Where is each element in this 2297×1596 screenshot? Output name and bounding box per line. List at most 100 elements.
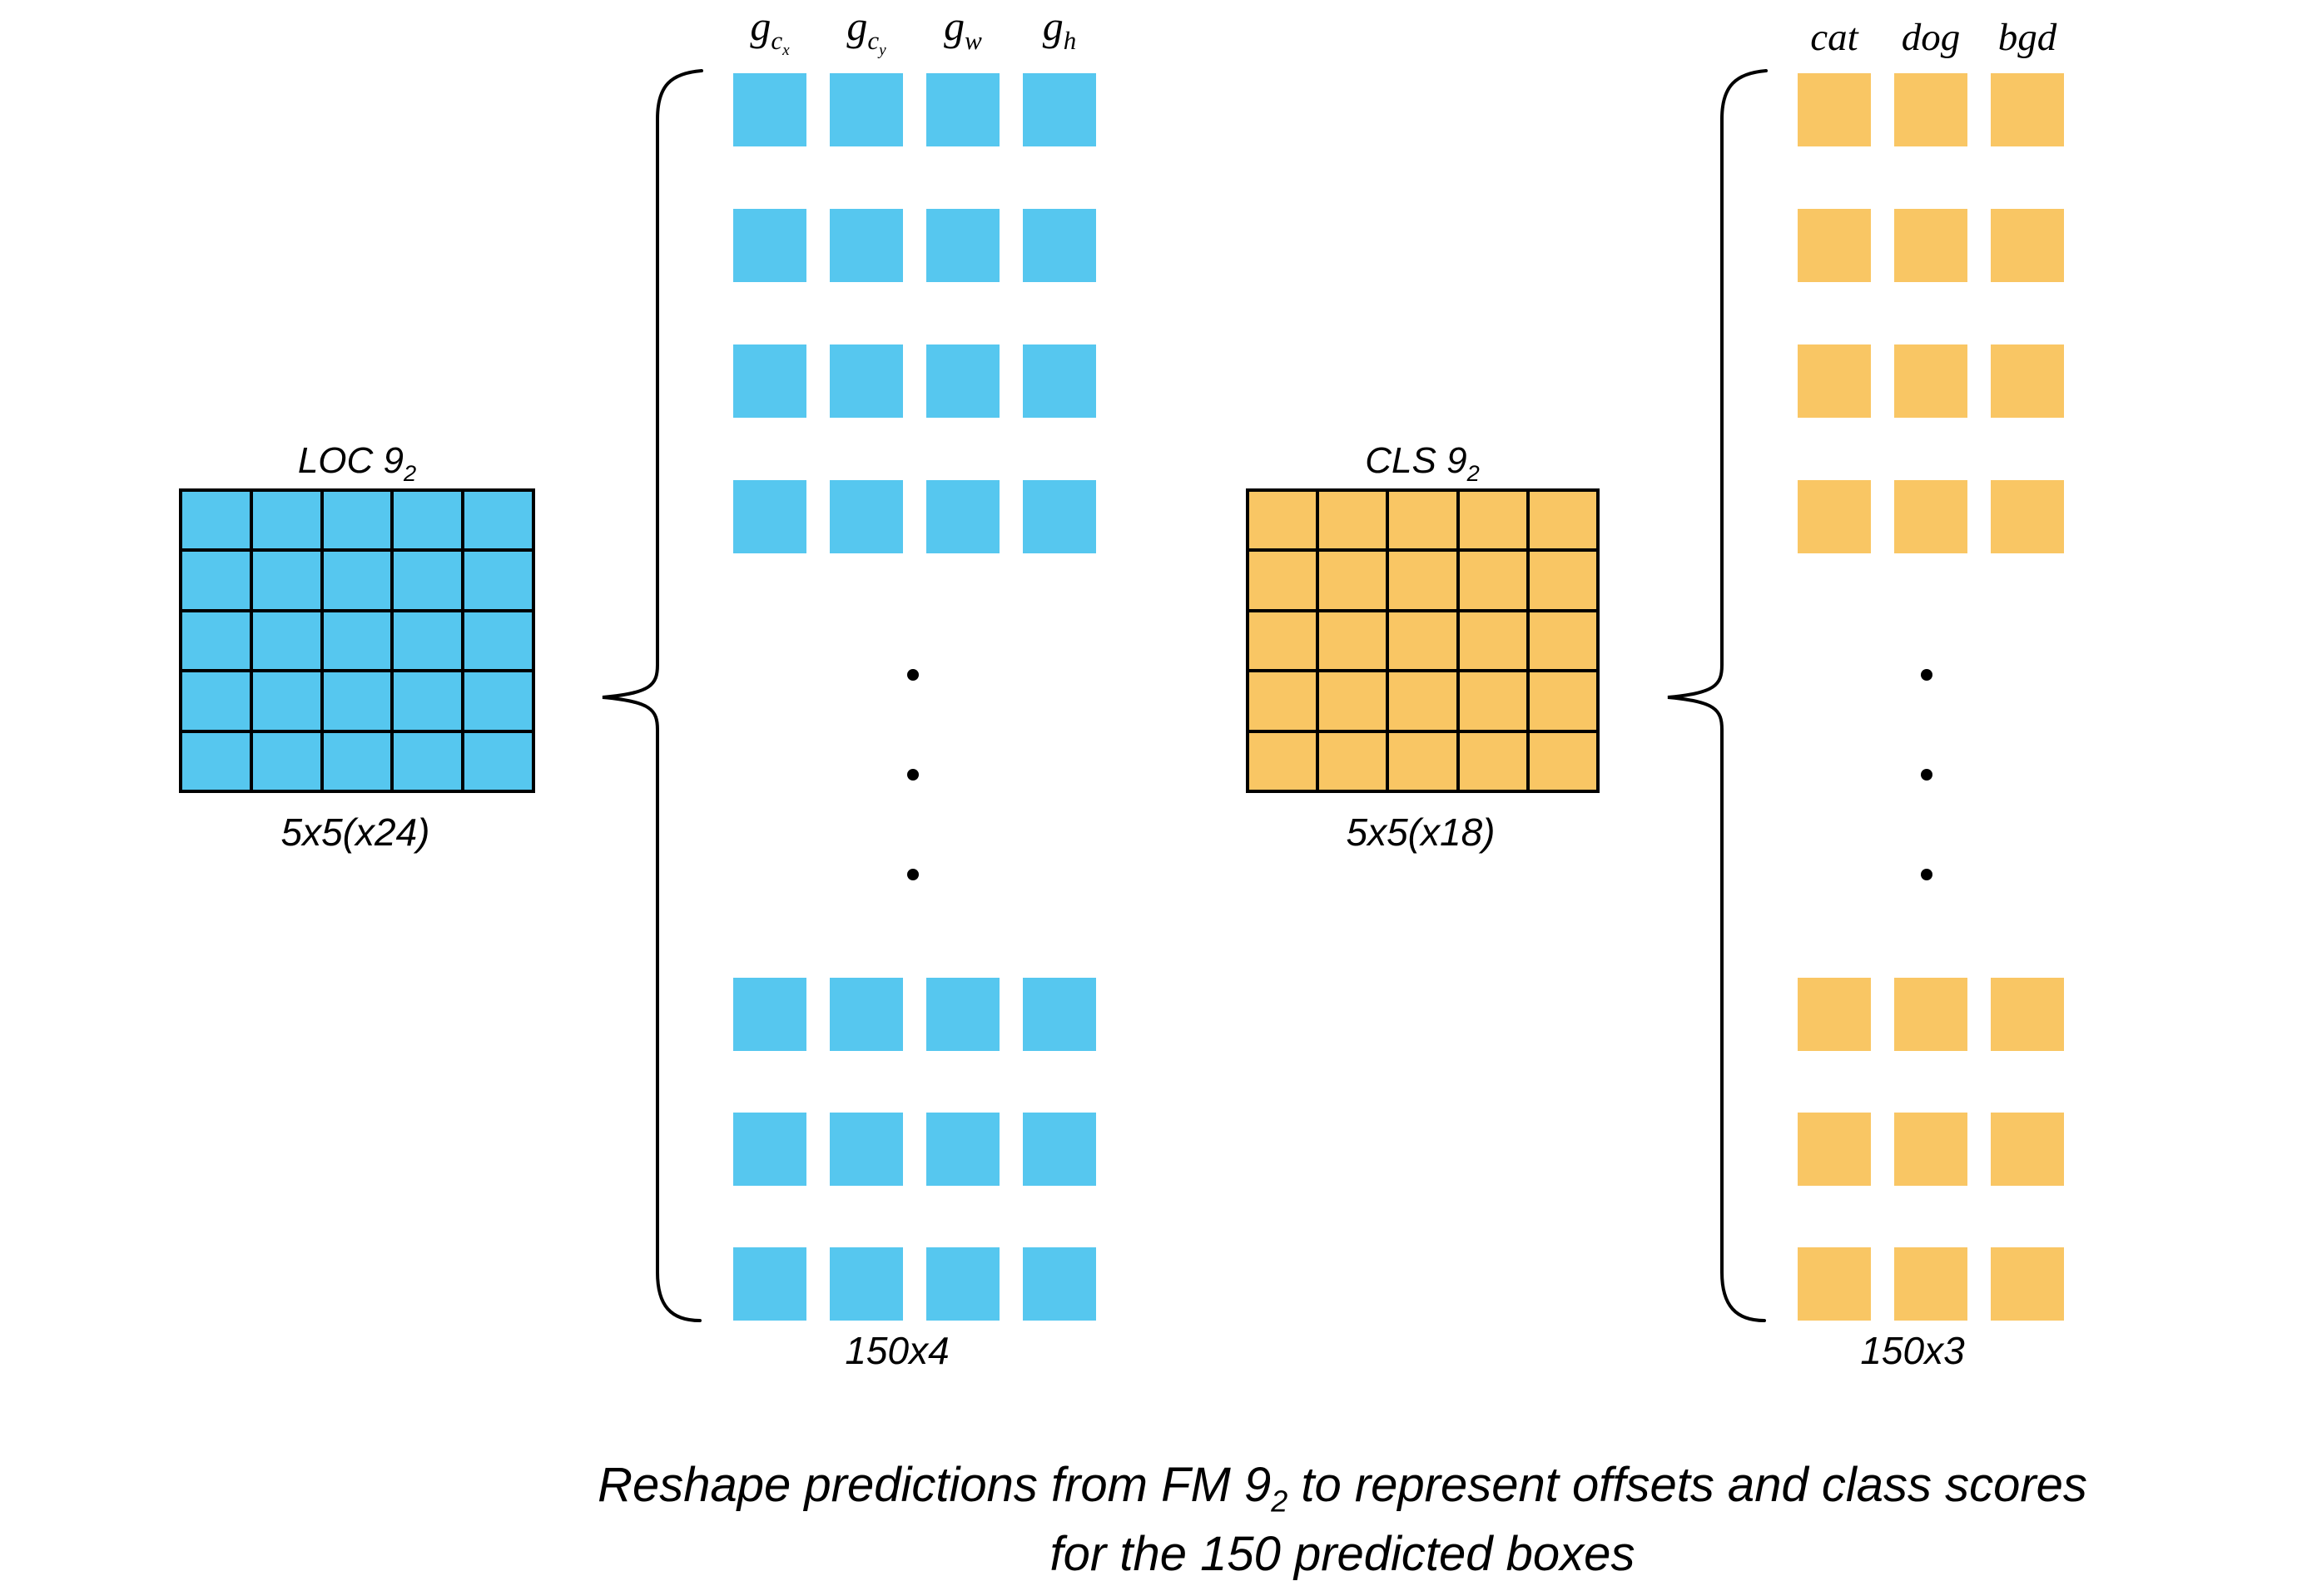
left-curly-brace xyxy=(602,69,703,1322)
loc-feature-map-cell xyxy=(392,550,464,611)
class-score-square xyxy=(1894,978,1967,1051)
cls-feature-map-cell xyxy=(1248,490,1318,551)
cls-feature-map-cell xyxy=(1457,671,1528,731)
cls-feature-map-cell xyxy=(1248,671,1318,731)
header-g-h: gh xyxy=(1042,2,1077,55)
loc-feature-map-cell xyxy=(251,671,322,731)
header-g-cy: gcy xyxy=(846,2,886,60)
cls-scores-bottom-block xyxy=(1798,978,2064,1321)
loc-feature-map-cell xyxy=(251,490,322,551)
loc-feature-map-cell xyxy=(181,610,251,672)
header-dog: dog xyxy=(1901,16,1961,59)
offset-square xyxy=(926,1113,1000,1186)
offset-square xyxy=(1023,480,1096,553)
offset-square xyxy=(733,1113,806,1186)
cls-ellipsis-dots xyxy=(1921,669,1932,880)
class-score-square xyxy=(1991,344,2064,418)
class-score-square xyxy=(1798,1113,1871,1186)
cls-scores-top-block xyxy=(1798,73,2064,553)
cls-feature-map-cell xyxy=(1387,490,1458,551)
class-score-square xyxy=(1894,73,1967,146)
loc-feature-map-cell xyxy=(251,550,322,611)
loc-feature-map-cell xyxy=(463,550,533,611)
loc-feature-map-cell xyxy=(392,610,464,672)
loc-offsets-bottom-block xyxy=(733,978,1096,1321)
offset-square xyxy=(830,978,903,1051)
loc-feature-map-cell xyxy=(463,490,533,551)
class-score-square xyxy=(1991,1113,2064,1186)
loc-map-title-subscript: 2 xyxy=(404,459,417,486)
cls-feature-map-cell xyxy=(1317,610,1388,672)
offset-square xyxy=(830,1247,903,1321)
ellipsis-dot xyxy=(907,669,919,681)
ellipsis-dot xyxy=(1921,769,1932,781)
header-bgd: bgd xyxy=(1997,16,2057,59)
cls-feature-map-cell xyxy=(1527,490,1598,551)
offset-square xyxy=(733,978,806,1051)
cls-reshape-size-label: 150x3 xyxy=(1860,1329,1965,1372)
loc-feature-map-cell xyxy=(181,671,251,731)
loc-feature-map-cell xyxy=(181,731,251,791)
loc-feature-map-cell xyxy=(321,490,393,551)
cls-map-title-text: CLS 9 xyxy=(1365,440,1467,481)
offset-square xyxy=(830,1113,903,1186)
loc-reshape-size-label: 150x4 xyxy=(845,1329,950,1372)
cls-map-title: CLS 92 xyxy=(1365,440,1479,484)
ellipsis-dot xyxy=(907,769,919,781)
loc-feature-map-grid xyxy=(179,488,535,793)
loc-feature-map-cell xyxy=(463,731,533,791)
offset-square xyxy=(1023,1113,1096,1186)
offset-square xyxy=(926,344,1000,418)
ellipsis-dot xyxy=(1921,869,1932,880)
cls-feature-map-cell xyxy=(1317,671,1388,731)
cls-feature-map-cell xyxy=(1248,731,1318,791)
class-score-square xyxy=(1894,1247,1967,1321)
class-score-square xyxy=(1798,1247,1871,1321)
cls-feature-map-cell xyxy=(1387,731,1458,791)
offset-square xyxy=(830,480,903,553)
cls-feature-map-cell xyxy=(1527,731,1598,791)
offset-square xyxy=(1023,1247,1096,1321)
loc-feature-map-cell xyxy=(251,731,322,791)
class-score-square xyxy=(1894,1113,1967,1186)
class-score-square xyxy=(1894,480,1967,553)
caption-line-1: Reshape predictions from FM 92 to repres… xyxy=(598,1451,2087,1520)
offset-square xyxy=(926,978,1000,1051)
cls-feature-map-cell xyxy=(1317,550,1388,611)
loc-map-title: LOC 92 xyxy=(298,443,416,484)
cls-feature-map-cell xyxy=(1387,610,1458,672)
class-score-square xyxy=(1991,1247,2064,1321)
offset-square xyxy=(1023,978,1096,1051)
class-score-square xyxy=(1991,209,2064,282)
ellipsis-dot xyxy=(1921,669,1932,681)
cls-feature-map-cell xyxy=(1387,671,1458,731)
class-score-square xyxy=(1991,73,2064,146)
caption-line-1-text: Reshape predictions from FM 9 xyxy=(598,1458,1272,1512)
ellipsis-dot xyxy=(907,869,919,880)
header-g-cx: gcx xyxy=(750,2,790,60)
offset-square xyxy=(926,480,1000,553)
class-score-square xyxy=(1798,344,1871,418)
caption-line-2: for the 150 predicted boxes xyxy=(1049,1526,1635,1581)
offset-square xyxy=(733,344,806,418)
cls-feature-map-cell xyxy=(1527,671,1598,731)
cls-feature-map-cell xyxy=(1317,731,1388,791)
loc-feature-map-cell xyxy=(181,490,251,551)
loc-feature-map-cell xyxy=(321,550,393,611)
cls-feature-map-grid xyxy=(1246,488,1600,793)
loc-feature-map-cell xyxy=(321,610,393,672)
loc-offsets-top-block xyxy=(733,73,1096,553)
loc-feature-map-cell xyxy=(321,671,393,731)
class-score-square xyxy=(1894,344,1967,418)
offset-square xyxy=(733,209,806,282)
offset-square xyxy=(830,209,903,282)
cls-map-title-subscript: 2 xyxy=(1466,459,1480,486)
offset-square xyxy=(926,209,1000,282)
cls-feature-map-cell xyxy=(1457,731,1528,791)
loc-feature-map-cell xyxy=(392,490,464,551)
header-cat: cat xyxy=(1810,16,1858,59)
